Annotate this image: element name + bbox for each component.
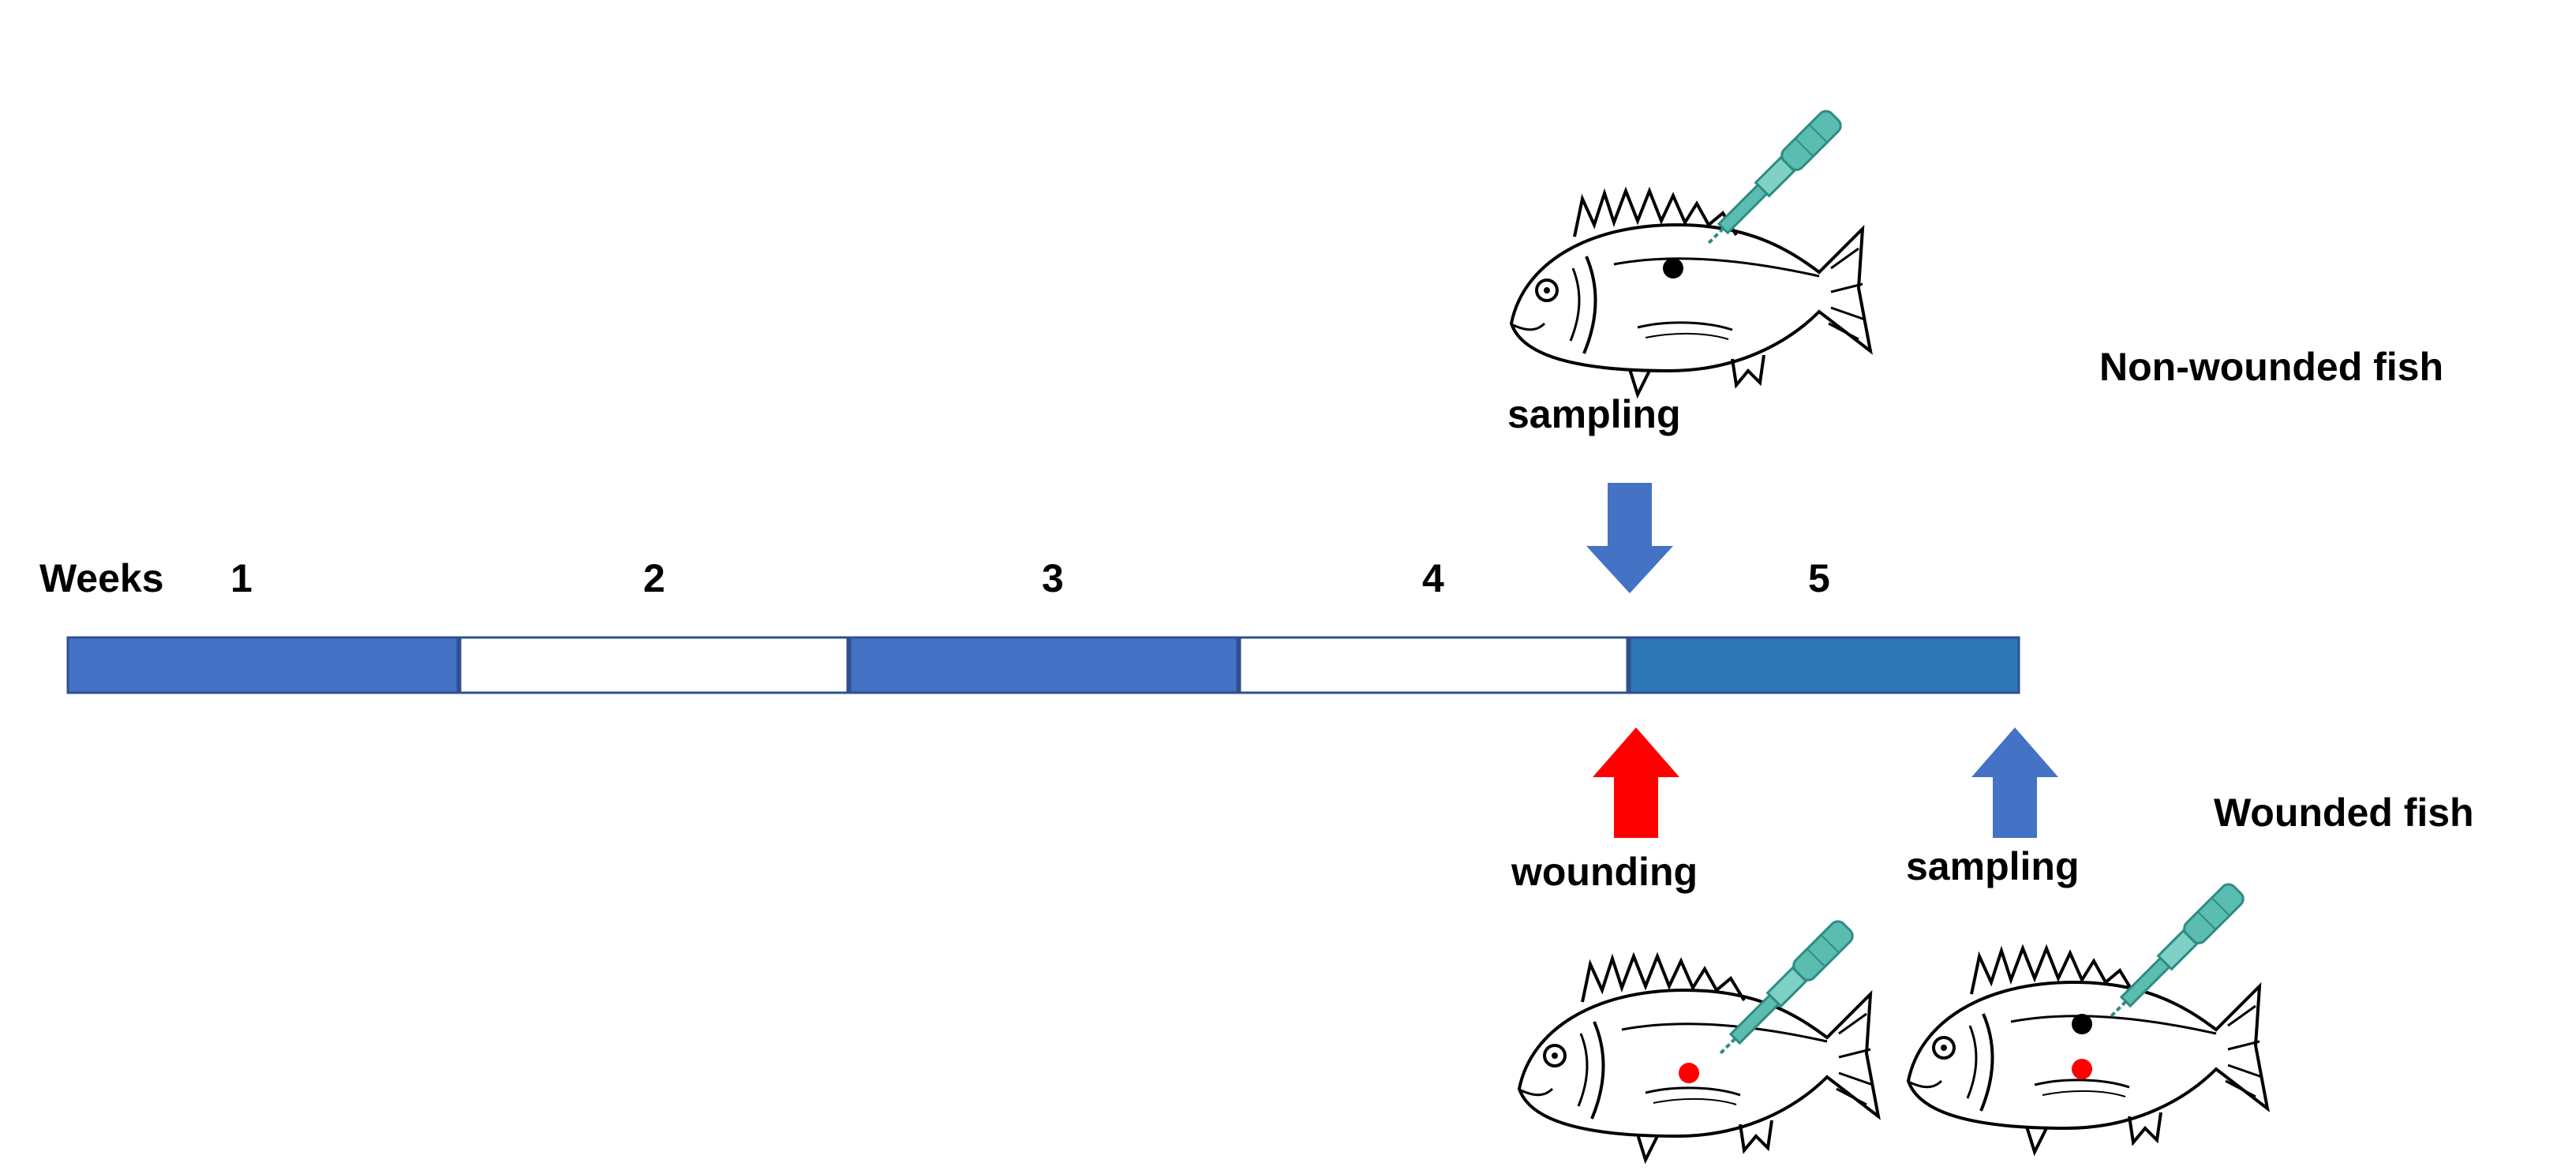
week-4-bar xyxy=(1238,636,1629,694)
wounding-label: wounding xyxy=(1511,850,1698,894)
up-arrow-icon xyxy=(1971,727,2058,838)
fish-icon xyxy=(1907,947,2269,1153)
weeks-axis-label: Weeks xyxy=(39,556,164,600)
fish-icon xyxy=(1518,955,1880,1161)
sampling-label-bottom: sampling xyxy=(1906,844,2080,888)
fish-icon xyxy=(1510,189,1872,396)
up-arrow-icon xyxy=(1593,727,1679,838)
sample-mark xyxy=(2072,1014,2092,1034)
week-3-label: 3 xyxy=(1042,556,1064,600)
week-4-label: 4 xyxy=(1422,556,1444,600)
wound-mark xyxy=(1679,1063,1699,1083)
down-arrow-icon xyxy=(1586,483,1673,593)
sample-mark xyxy=(1663,258,1683,279)
week-1-bar xyxy=(66,636,459,694)
week-5-label: 5 xyxy=(1808,556,1830,600)
week-1-label: 1 xyxy=(230,556,253,600)
wounded-fish-label: Wounded fish xyxy=(2214,791,2474,835)
week-2-bar xyxy=(459,636,849,694)
sampling-label-top: sampling xyxy=(1507,392,1681,436)
wound-mark xyxy=(2072,1059,2092,1079)
week-3-bar xyxy=(848,636,1239,694)
sampling-pen-icon xyxy=(1698,108,1844,253)
week-5-bar xyxy=(1628,636,2020,694)
non-wounded-fish-label: Non-wounded fish xyxy=(2099,345,2444,389)
week-2-label: 2 xyxy=(643,556,665,600)
